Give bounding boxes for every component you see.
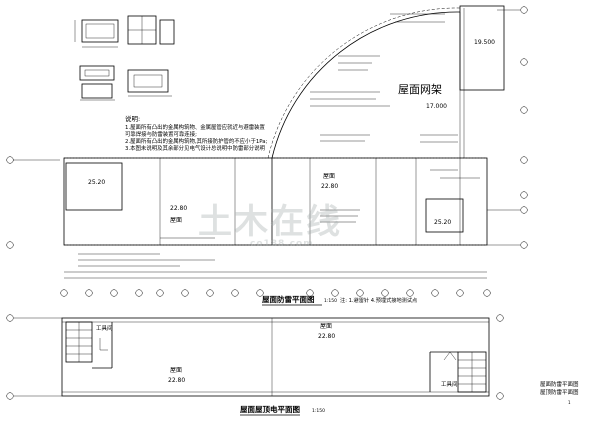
plan-legend-note: 注: 1.避雷针 4.预埋式接地测试点 — [340, 296, 417, 304]
detail-sketches — [74, 15, 175, 101]
plan-scale: 1:150 — [324, 298, 337, 304]
roof-label: 屋面 — [323, 173, 335, 180]
elevation-label: 19.500 — [474, 39, 495, 46]
axis-bubbles — [60, 289, 491, 297]
plan-title: 屋面屋顶电平面图 — [240, 404, 300, 414]
watermark-url: co188.com — [250, 239, 314, 249]
design-notes: 说明: 1.屋面所有凸出的金属构筑物、金属屋管应就近与避雷装置 可靠焊接与防雷装… — [125, 114, 268, 152]
elevation-label: 22.80 — [170, 205, 187, 212]
roof-grid-label: 屋面网架 — [398, 83, 442, 96]
elevation-label: 22.80 — [321, 183, 338, 190]
title-block-line: 屋面防雷平面图 — [540, 380, 579, 388]
roof-electrical-plan: 工具间 工具间 屋面 22.80 屋面 22.80 屋面屋顶电平面图 1:150 — [6, 314, 504, 416]
right-axis-bubbles — [6, 6, 528, 249]
notes-heading: 说明: — [125, 114, 140, 123]
roof-label: 屋面 — [170, 217, 182, 224]
title-block-line: 屋顶防雷平面图 — [540, 388, 579, 396]
notes-line: 1.屋面所有凸出的金属构筑物、金属屋管应就近与避雷装置 — [125, 123, 266, 131]
watermark-text: 土木在线 — [198, 202, 342, 242]
room-label: 工具间 — [96, 324, 113, 332]
elevation-label: 17.000 — [426, 103, 447, 110]
roof-lightning-plan: 屋面网架 19.500 17.000 25.20 25.20 22.80 屋面 … — [60, 5, 505, 306]
notes-line: 2.屋面所有凸出的金属构筑物,其所接防护管的不应小于1Pa; — [125, 137, 268, 145]
plan-scale: 1:150 — [312, 408, 325, 414]
title-block: 屋面防雷平面图 屋顶防雷平面图 1 — [540, 380, 579, 405]
watermark-logo: 土木在线 co188.com — [198, 194, 342, 249]
page-number: 1 — [568, 400, 571, 405]
notes-line: 3.本图未说明及其余部分见电气设计总说明中防雷部分说明 — [125, 144, 265, 152]
elevation-label: 22.80 — [318, 333, 335, 340]
plan-title: 屋面防雷平面图 — [262, 294, 315, 304]
roof-label: 屋面 — [170, 367, 182, 374]
elevation-label: 25.20 — [88, 179, 105, 186]
elevation-label: 22.80 — [168, 377, 185, 384]
elevation-label: 25.20 — [434, 219, 451, 226]
roof-label: 屋面 — [320, 323, 332, 330]
notes-line: 可靠焊接与防雷装置可靠连接; — [125, 130, 197, 138]
room-label: 工具间 — [441, 380, 458, 388]
